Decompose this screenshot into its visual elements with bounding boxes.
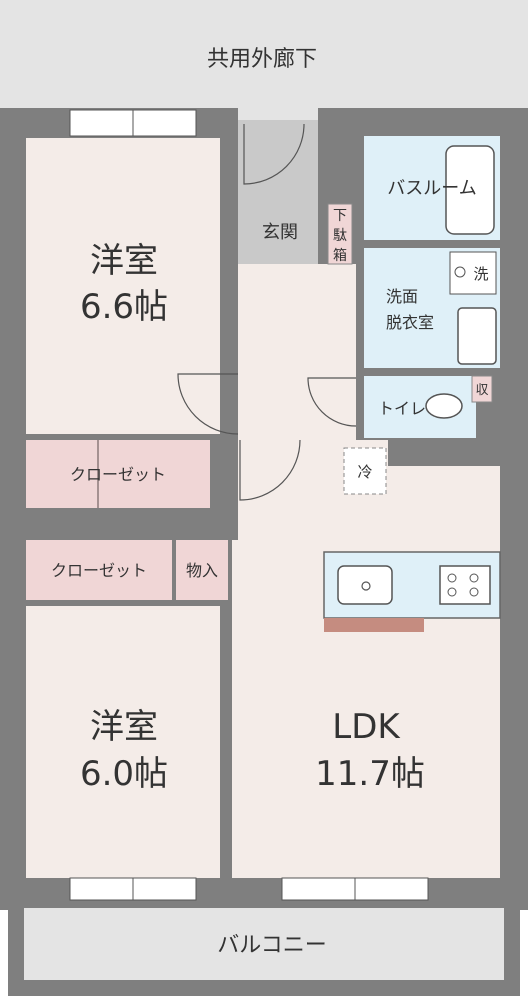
toilet-icon	[425, 393, 463, 419]
entrance-door-swing	[243, 123, 305, 185]
western-room-2-size: 6.0帖	[80, 754, 168, 794]
storage-label: 物入	[186, 561, 218, 580]
ldk-size: 11.7帖	[315, 754, 425, 794]
toilet-label: トイレ	[378, 399, 426, 418]
entrance-floor	[238, 120, 318, 264]
sink-icon	[337, 565, 393, 605]
washroom-label-2: 脱衣室	[386, 313, 434, 332]
burner-icon	[469, 573, 479, 583]
burner-icon	[447, 587, 457, 597]
counter-edge	[324, 618, 424, 632]
ldk-name: LDK	[332, 707, 401, 747]
closet-1	[26, 440, 210, 508]
washer-icon	[454, 266, 466, 278]
shoe-box-char-3: 箱	[333, 248, 347, 264]
entrance-label: 玄関	[262, 222, 298, 243]
washer-space	[449, 251, 497, 295]
bathroom-label: バスルーム	[387, 178, 476, 199]
burner-icon	[447, 573, 457, 583]
western-room-1	[26, 138, 220, 434]
stove-icon	[439, 565, 491, 605]
western-room-2	[26, 606, 220, 878]
toilet-door-swing	[307, 377, 357, 427]
fridge-space	[343, 447, 387, 495]
western-room-2-name: 洋室	[90, 707, 158, 747]
hallway	[238, 264, 356, 440]
intake-box	[471, 375, 493, 403]
corridor-label: 共用外廊下	[207, 47, 317, 72]
bathtub-icon	[445, 145, 495, 235]
western-room-1-size: 6.6帖	[80, 287, 168, 327]
closet-2	[26, 540, 172, 600]
balcony-area	[8, 892, 520, 996]
burner-icon	[469, 587, 479, 597]
washroom-label-1: 洗面	[386, 287, 418, 306]
intake-label: 収	[475, 383, 488, 398]
western-room-1-name: 洋室	[90, 241, 158, 281]
storage-area	[176, 540, 228, 600]
closet-1-label: クローゼット	[70, 465, 166, 484]
ldk-room	[238, 466, 500, 878]
corridor-area	[0, 0, 528, 108]
fridge-label: 冷	[357, 463, 372, 481]
washer-label: 洗	[473, 265, 488, 283]
room-1-door-swing	[177, 373, 239, 435]
shoe-box	[327, 203, 353, 265]
drain-icon	[361, 581, 371, 591]
ldk-door-swing	[239, 439, 301, 501]
balcony-label: バルコニー	[217, 933, 327, 958]
corridor-notch	[238, 108, 318, 120]
vanity-icon	[457, 307, 497, 365]
closet-2-label: クローゼット	[51, 561, 147, 580]
shoe-box-char-1: 下	[333, 208, 347, 224]
ldk-bridge	[232, 540, 244, 878]
shoe-box-char-2: 駄	[333, 228, 347, 244]
